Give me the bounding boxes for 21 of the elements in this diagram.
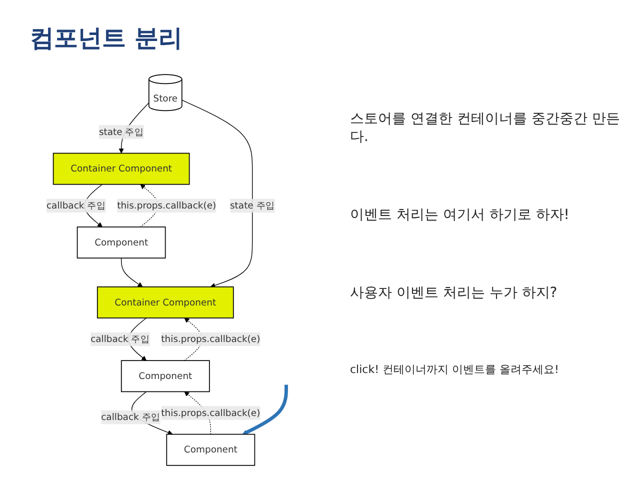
note-text: click! 컨테이너까지 이벤트를 올려주세요! bbox=[350, 362, 560, 377]
node-box: Container Component bbox=[52, 152, 190, 185]
edge-label: callback 주입 bbox=[101, 412, 160, 422]
edge-label: this.props.callback(e) bbox=[161, 334, 260, 344]
note-text: 사용자 이벤트 처리는 누가 하지? bbox=[350, 284, 558, 302]
note-text: 스토어를 연결한 컨테이너를 중간중간 만든다. bbox=[350, 110, 621, 146]
edge-label: this.props.callback(e) bbox=[117, 200, 216, 211]
title: 컴포넌트 분리 bbox=[30, 23, 182, 54]
edge-label: state 주입 bbox=[230, 200, 275, 211]
node-box: Component bbox=[166, 434, 256, 466]
arrow bbox=[120, 258, 143, 288]
edge-label: state 주입 bbox=[98, 126, 144, 138]
node-box: Component bbox=[120, 360, 210, 392]
arrow bbox=[242, 384, 288, 435]
arrow bbox=[182, 100, 253, 288]
node-box: Container Component bbox=[96, 286, 234, 318]
edge-label: this.props.callback(e) bbox=[161, 407, 260, 418]
edge-label: callback 주입 bbox=[90, 334, 150, 344]
note-text: 이벤트 처리는 여기서 하기로 하자! bbox=[350, 206, 570, 224]
edge-label: callback 주입 bbox=[46, 200, 106, 211]
node-box: Component bbox=[76, 226, 166, 258]
